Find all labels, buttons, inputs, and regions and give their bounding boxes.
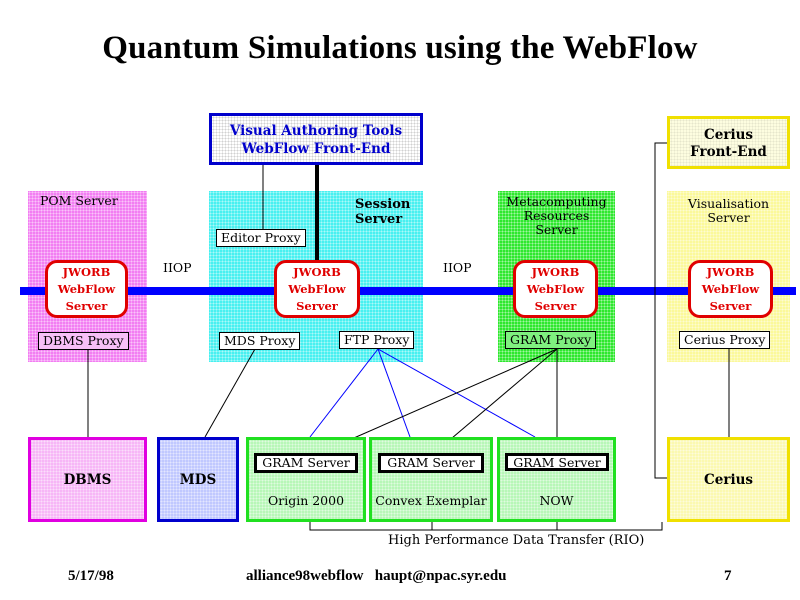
jworb-label-2: WebFlow	[288, 282, 346, 296]
tools-line-1: Visual Authoring Tools	[229, 123, 403, 139]
ftp-to-convex	[377, 348, 411, 438]
rio-label: High Performance Data Transfer (RIO)	[388, 533, 645, 548]
ftp-proxy[interactable]: FTP Proxy	[339, 331, 415, 349]
jworb-label-1: JWORB	[531, 265, 580, 279]
jworb-label-3: Server	[709, 299, 752, 313]
meta-title-3: Server	[535, 222, 578, 237]
now-gram-server[interactable]: GRAM Server	[505, 453, 609, 471]
jworb-server-pom[interactable]: JWORB WebFlow Server	[45, 260, 128, 318]
jworb-server-session[interactable]: JWORB WebFlow Server	[274, 260, 360, 318]
convex-box[interactable]	[369, 437, 493, 522]
iiop-label-right: IIOP	[443, 260, 472, 275]
iiop-label-left: IIOP	[163, 260, 192, 275]
mds-label: MDS	[179, 472, 217, 488]
mds-proxy[interactable]: MDS Proxy	[219, 332, 301, 350]
jworb-label-3: Server	[65, 299, 108, 313]
dbms-proxy[interactable]: DBMS Proxy	[38, 332, 129, 350]
gram-proxy[interactable]: GRAM Proxy	[505, 331, 597, 349]
cerius-frontend-bracket	[654, 142, 667, 479]
now-box[interactable]	[497, 437, 616, 522]
convex-name: Convex Exemplar	[375, 493, 487, 508]
dbms-box[interactable]: DBMS	[28, 437, 147, 522]
origin-box[interactable]	[246, 437, 366, 522]
meta-title-2: Resources	[523, 208, 590, 223]
origin-name: Origin 2000	[267, 493, 345, 508]
vis-title-1: Visualisation	[687, 196, 770, 211]
pom-server-title: POM Server	[40, 193, 118, 208]
cerius-frontend-box: Cerius Front-End	[667, 116, 790, 169]
footer-date: 5/17/98	[68, 568, 114, 584]
cerius-box[interactable]: Cerius	[667, 437, 790, 522]
jworb-label-1: JWORB	[706, 265, 755, 279]
origin-gram-server[interactable]: GRAM Server	[254, 453, 358, 473]
page-title: Quantum Simulations using the WebFlow	[102, 30, 698, 66]
convex-gram-server[interactable]: GRAM Server	[378, 453, 484, 473]
tools-line-2: WebFlow Front-End	[241, 141, 391, 157]
cerius-frontend-line-1: Cerius	[704, 127, 753, 143]
footer-center: alliance98webflow haupt@npac.syr.edu	[246, 568, 507, 584]
editor-proxy[interactable]: Editor Proxy	[216, 229, 306, 247]
cerius-frontend-line-2: Front-End	[690, 144, 767, 160]
jworb-server-vis[interactable]: JWORB WebFlow Server	[688, 260, 773, 318]
jworb-label-3: Server	[296, 299, 338, 313]
jworb-label-2: WebFlow	[57, 282, 116, 296]
jworb-server-meta[interactable]: JWORB WebFlow Server	[513, 260, 598, 318]
iiop-backbone	[20, 287, 796, 295]
jworb-label-1: JWORB	[293, 265, 341, 279]
rio-bracket	[309, 522, 663, 531]
mds-link	[204, 348, 256, 438]
vis-title-2: Server	[707, 210, 750, 225]
now-name: NOW	[539, 493, 574, 508]
dbms-label: DBMS	[63, 472, 112, 488]
jworb-label-2: WebFlow	[526, 282, 585, 296]
cerius-label: Cerius	[704, 472, 753, 488]
footer-page: 7	[724, 568, 732, 584]
cerius-proxy[interactable]: Cerius Proxy	[679, 331, 771, 349]
visual-authoring-tools-box: Visual Authoring Tools WebFlow Front-End	[209, 113, 423, 165]
ftp-to-origin	[309, 348, 379, 438]
jworb-label-3: Server	[534, 299, 577, 313]
jworb-label-2: WebFlow	[701, 282, 760, 296]
mds-box[interactable]: MDS	[157, 437, 239, 522]
meta-title-1: Metacomputing	[506, 194, 607, 209]
jworb-label-1: JWORB	[62, 265, 111, 279]
session-title-1: Session	[355, 197, 411, 212]
session-title-2: Server	[355, 212, 403, 227]
